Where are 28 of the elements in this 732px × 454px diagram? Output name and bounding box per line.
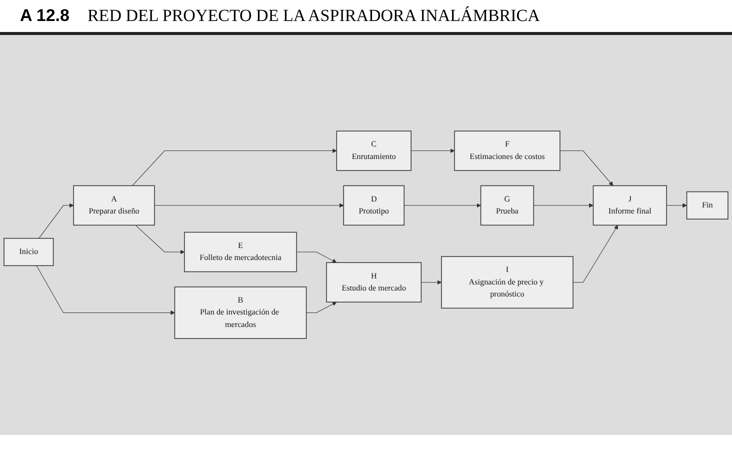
arrow xyxy=(572,225,618,283)
arrow xyxy=(420,280,442,285)
arrow xyxy=(154,203,344,208)
arrow xyxy=(36,266,175,316)
arrow xyxy=(410,148,455,154)
node-box: B Plan de investigación de mercados xyxy=(174,286,307,340)
arrow xyxy=(306,302,337,314)
node-box: H Estudio de mercado xyxy=(326,262,422,303)
node-box: J Informe final xyxy=(592,186,667,226)
node-box: I Asignación de precio y pronóstico xyxy=(441,256,574,309)
title: RED DEL PROYECTO DE LA ASPIRADORA INALÁMBRICA xyxy=(87,6,540,26)
node-box: Inicio xyxy=(4,238,54,266)
arrow xyxy=(404,203,481,208)
arrow xyxy=(533,203,594,208)
figure-number: A 12.8 xyxy=(20,6,70,26)
node-box: C Enrutamiento xyxy=(336,130,412,172)
arrow xyxy=(38,203,74,239)
arrow xyxy=(135,225,185,254)
node-box: D Prototipo xyxy=(343,186,404,226)
node-box: E Folleto de mercadotecnia xyxy=(184,232,297,272)
arrow xyxy=(560,150,614,186)
node-box: Fin xyxy=(686,192,728,220)
arrow xyxy=(132,148,337,186)
arrow xyxy=(296,252,337,264)
node-box: F Estimaciones de costos xyxy=(454,130,560,172)
node-box: A Preparar diseño xyxy=(73,186,155,226)
arrow xyxy=(666,203,687,208)
node-box: G Prueba xyxy=(480,186,534,226)
